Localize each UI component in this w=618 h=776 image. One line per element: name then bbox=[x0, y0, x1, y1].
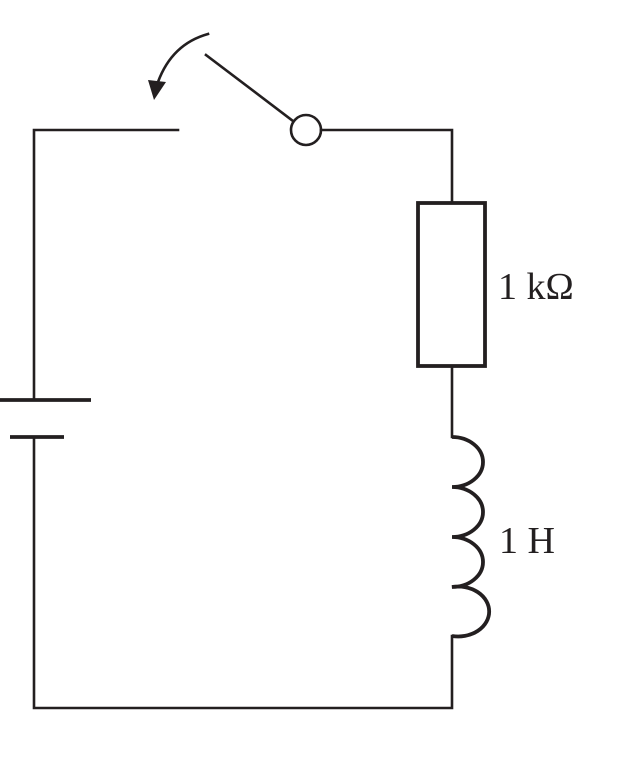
inductor-label: 1 H bbox=[499, 520, 555, 562]
switch bbox=[148, 32, 323, 147]
resistor-body bbox=[416, 201, 487, 368]
resistor: 1 kΩ bbox=[416, 201, 574, 368]
inductor: 1 H bbox=[451, 435, 555, 639]
wires bbox=[32, 128, 454, 710]
battery bbox=[0, 398, 91, 439]
switch-pivot bbox=[289, 113, 323, 147]
wire-left-top bbox=[32, 128, 180, 402]
arrowhead-icon bbox=[148, 80, 166, 100]
wire-right-top bbox=[319, 128, 454, 205]
switch-direction-arrow bbox=[156, 32, 210, 84]
wire-bottom bbox=[32, 435, 454, 710]
resistor-label: 1 kΩ bbox=[498, 266, 574, 308]
inductor-coil bbox=[451, 435, 492, 639]
switch-blade bbox=[204, 53, 295, 123]
